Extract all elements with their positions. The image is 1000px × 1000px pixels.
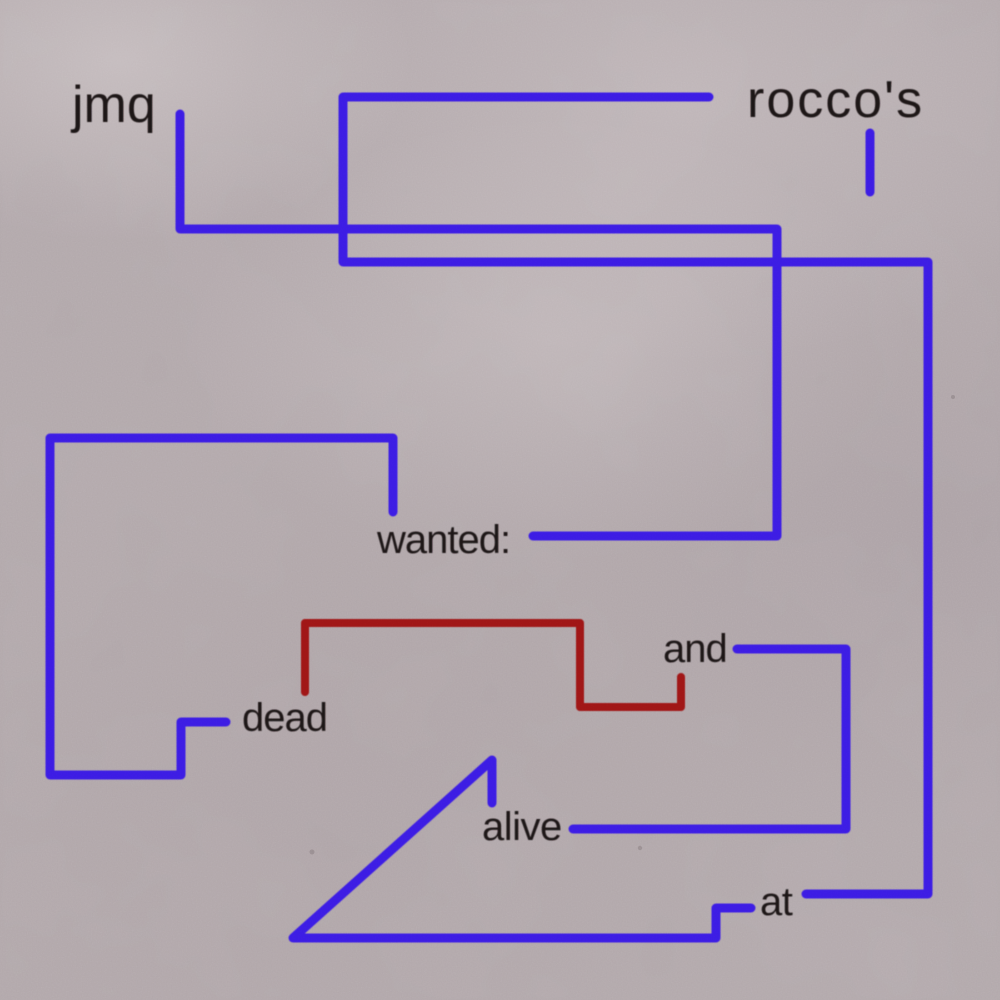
album-art-canvas: jmq rocco's wanted: dead and alive at [0, 0, 1000, 1000]
film-grain-overlay [0, 0, 1000, 1000]
word-maze-art: jmq rocco's wanted: dead and alive at [0, 0, 1000, 1000]
